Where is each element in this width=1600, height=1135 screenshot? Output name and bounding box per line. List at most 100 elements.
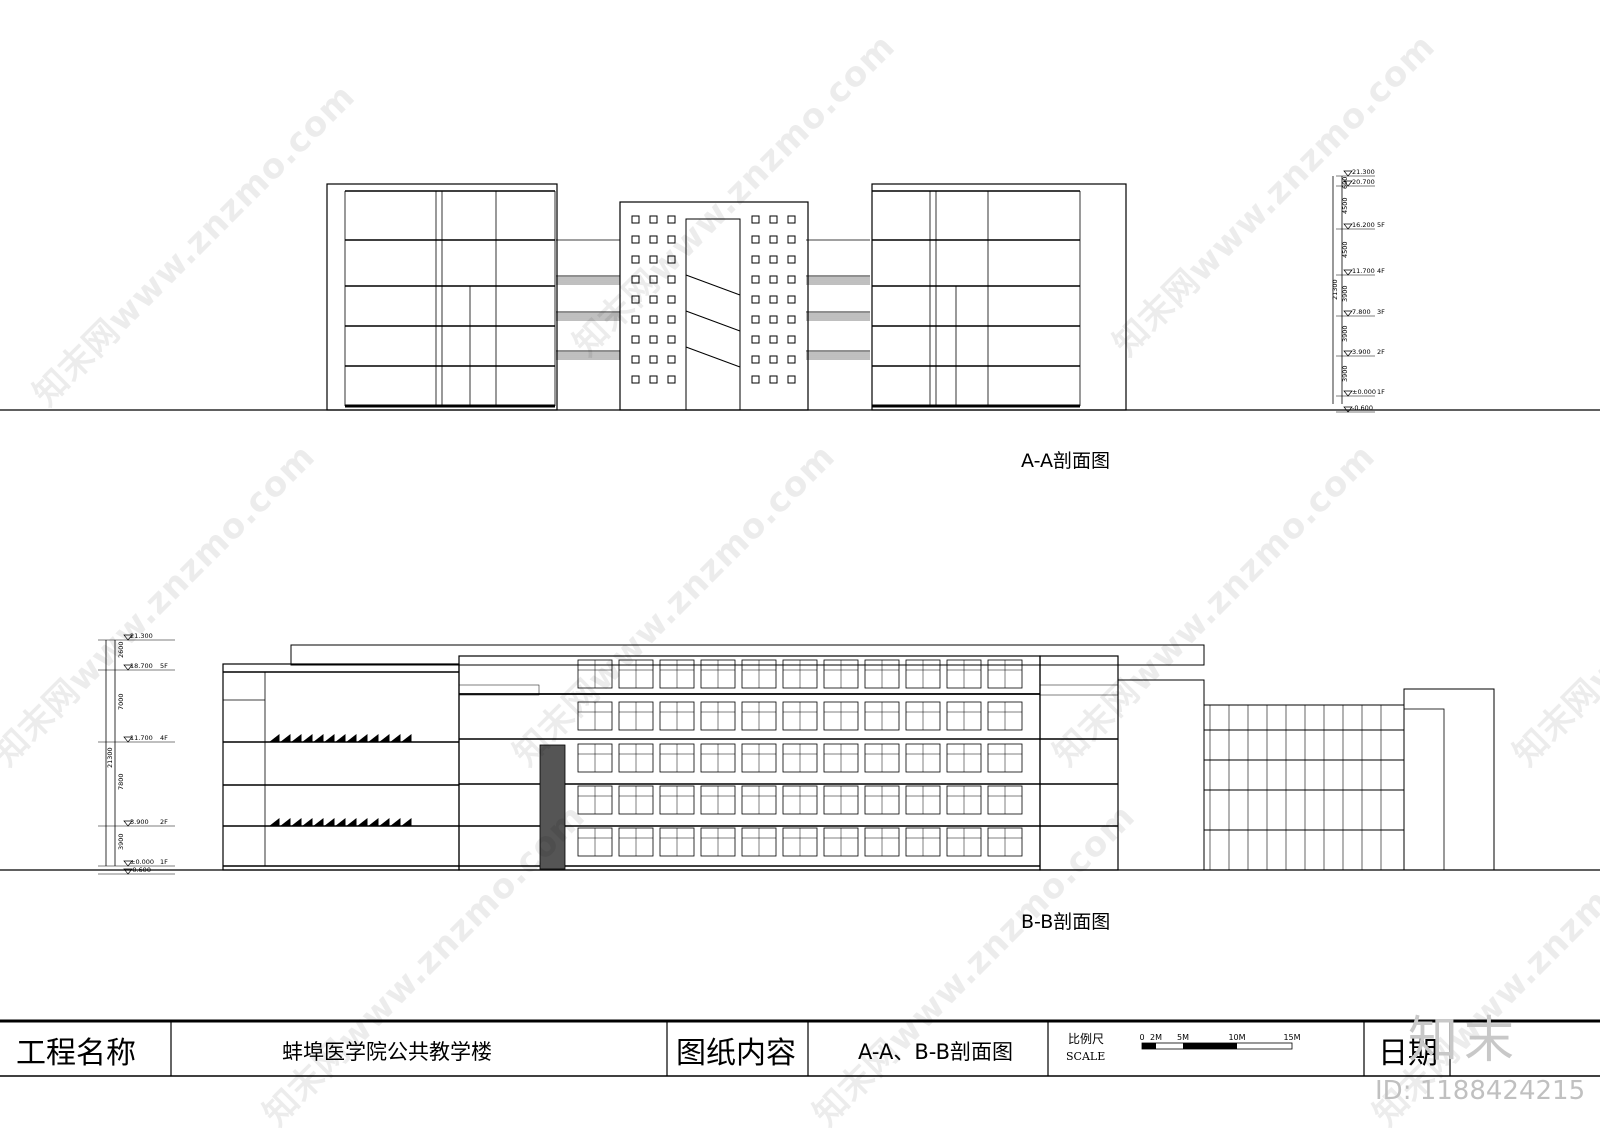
aa-window-square — [667, 295, 676, 304]
bb-dim-value: 7000 — [117, 693, 125, 710]
aa-left-wing — [326, 183, 558, 411]
aa-window-square — [667, 215, 676, 224]
aa-stair-flight — [685, 274, 741, 296]
bb-seat-row — [367, 817, 379, 827]
bb-seat-row — [268, 817, 280, 827]
scale-tick-label: 5M — [1177, 1033, 1189, 1042]
aa-window-square — [751, 355, 760, 364]
level-triangle — [123, 860, 133, 867]
bb-seat-row — [389, 817, 401, 827]
section-bb-title: B-B剖面图 — [1021, 911, 1111, 933]
aa-window-square — [631, 295, 640, 304]
aa-window-square — [631, 255, 640, 264]
aa-window-square — [769, 295, 778, 304]
scale-tick-label: 0 — [1139, 1033, 1144, 1042]
level-triangle — [123, 634, 133, 641]
aa-level-floor: 4F — [1377, 267, 1385, 275]
aa-window-square — [787, 215, 796, 224]
aa-level-elevation: 11.700 — [1352, 267, 1375, 275]
aa-window-square — [631, 355, 640, 364]
aa-window-square — [649, 215, 658, 224]
bb-seat-row — [301, 733, 313, 743]
bb-seat-row — [378, 817, 390, 827]
aa-window-square — [667, 355, 676, 364]
level-triangle — [1343, 269, 1353, 276]
aa-window-square — [667, 235, 676, 244]
section-aa-title: A-A剖面图 — [1021, 450, 1111, 472]
aa-window-square — [787, 355, 796, 364]
bb-seat-row — [323, 733, 335, 743]
bb-far-right-block — [1403, 688, 1495, 871]
scale-bar-segment — [1142, 1043, 1156, 1049]
section-bb-drawing — [0, 644, 1600, 871]
bb-level-floor: 4F — [160, 734, 168, 742]
aa-window-square — [751, 255, 760, 264]
aa-window-square — [631, 275, 640, 284]
date-label: 日期 — [1378, 1036, 1438, 1071]
aa-dim-value: 3900 — [1341, 365, 1349, 382]
bb-seat-row — [345, 733, 357, 743]
aa-dim-value: 3900 — [1341, 285, 1349, 302]
aa-level-floor: 2F — [1377, 348, 1385, 356]
aa-window-square — [667, 275, 676, 284]
aa-window-square — [649, 235, 658, 244]
level-triangle — [1343, 223, 1353, 230]
aa-window-square — [769, 315, 778, 324]
bb-level-elevation: -0.600 — [130, 866, 151, 874]
aa-window-square — [787, 235, 796, 244]
aa-level-floor: 3F — [1377, 308, 1385, 316]
aa-window-square — [751, 335, 760, 344]
aa-window-square — [649, 275, 658, 284]
bb-seat-row — [323, 817, 335, 827]
bb-dim-value: 7800 — [117, 773, 125, 790]
aa-window-square — [769, 355, 778, 364]
watermark-image-id: ID: 1188424215 — [1375, 1076, 1586, 1106]
aa-window-square — [787, 335, 796, 344]
bb-seat-row — [400, 733, 412, 743]
bb-seat-row — [290, 733, 302, 743]
level-triangle — [1343, 180, 1353, 187]
bb-seat-row — [389, 733, 401, 743]
bb-level-floor: 2F — [160, 818, 168, 826]
bb-level-floor: 1F — [160, 858, 168, 866]
bb-seat-row — [378, 733, 390, 743]
aa-window-square — [751, 215, 760, 224]
aa-window-square — [667, 375, 676, 384]
aa-window-square — [649, 335, 658, 344]
scale-bar-segment — [1183, 1043, 1237, 1049]
bb-seat-row — [400, 817, 412, 827]
scale-tick-label: 10M — [1228, 1033, 1245, 1042]
aa-dim-value: 600 — [1341, 177, 1349, 189]
bb-dim-total: 21300 — [106, 747, 114, 768]
aa-window-square — [631, 215, 640, 224]
aa-window-square — [787, 255, 796, 264]
bb-stair-core — [539, 744, 566, 870]
aa-right-wing — [871, 183, 1127, 411]
section-aa-drawing — [0, 183, 1600, 411]
bb-seat-row — [279, 733, 291, 743]
aa-window-square — [667, 255, 676, 264]
bb-level-elevation: 18.700 — [130, 662, 153, 670]
aa-window-square — [649, 375, 658, 384]
aa-window-square — [787, 315, 796, 324]
aa-window-square — [631, 335, 640, 344]
aa-window-square — [631, 315, 640, 324]
bb-seat-row — [312, 817, 324, 827]
aa-window-square — [769, 335, 778, 344]
level-triangle — [123, 664, 133, 671]
aa-window-square — [649, 255, 658, 264]
aa-window-square — [787, 375, 796, 384]
content-label: 图纸内容 — [676, 1036, 796, 1071]
bb-railing — [458, 684, 540, 696]
level-triangle — [123, 868, 133, 875]
aa-level-floor: 5F — [1377, 221, 1385, 229]
bb-level-floor: 5F — [160, 662, 168, 670]
bb-dim-value: 3900 — [117, 833, 125, 850]
bb-level-elevation: 3.900 — [130, 818, 149, 826]
aa-level-floor: 1F — [1377, 388, 1385, 396]
aa-window-square — [787, 295, 796, 304]
aa-level-elevation: -0.600 — [1352, 404, 1373, 412]
aa-window-square — [751, 235, 760, 244]
